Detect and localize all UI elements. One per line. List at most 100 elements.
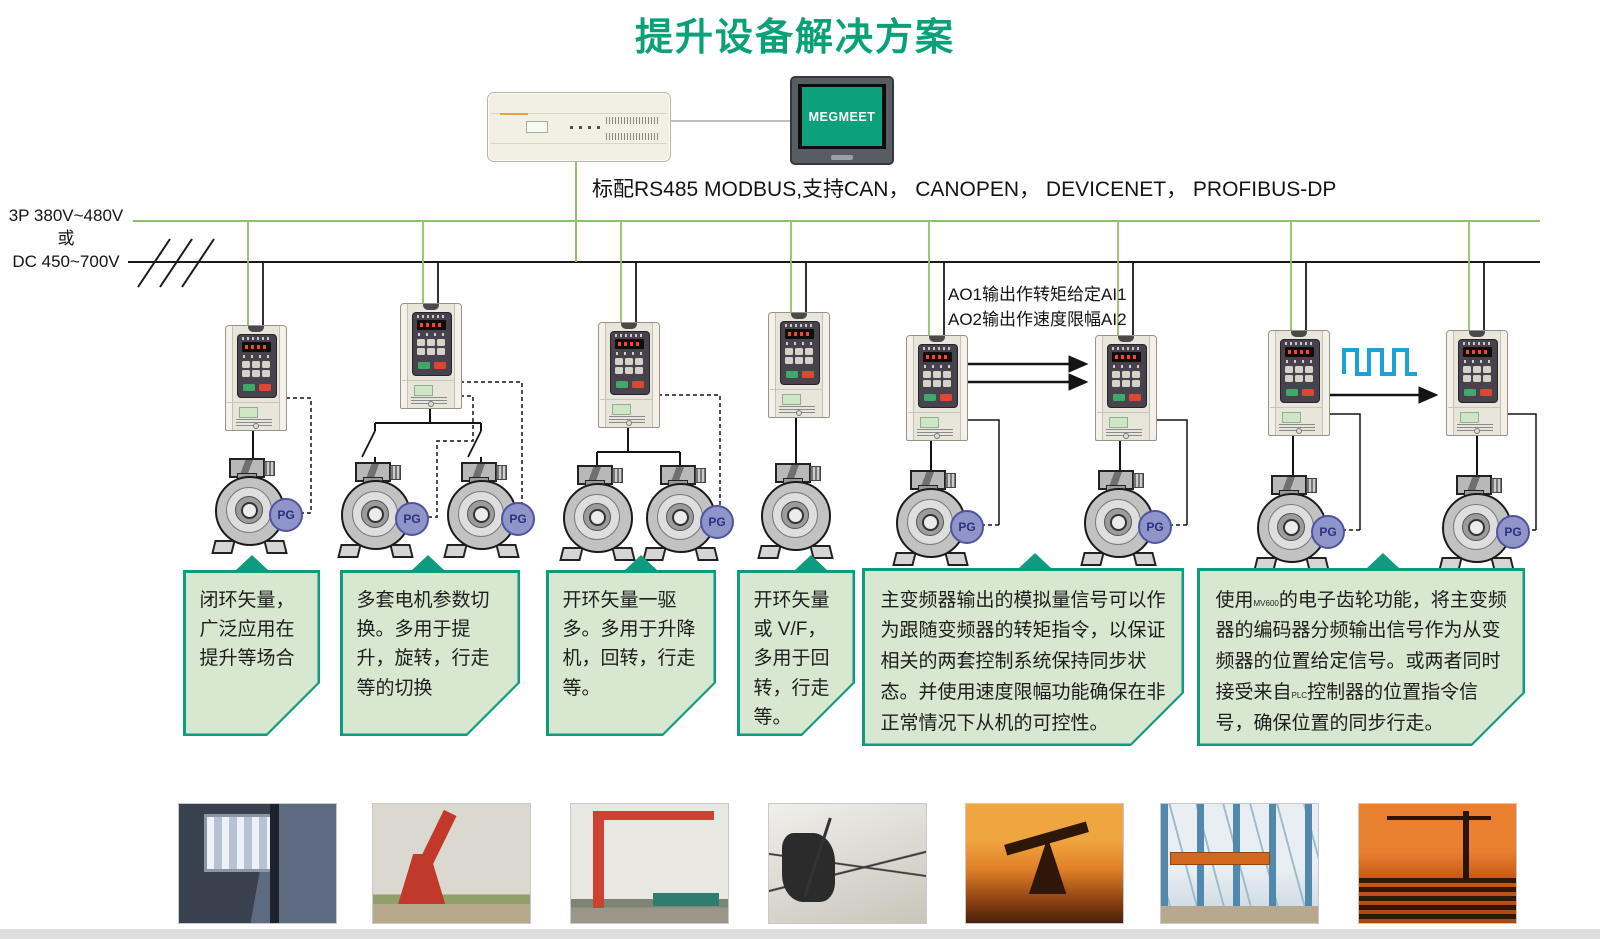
vfd-key	[417, 348, 425, 355]
vfd-run-key	[1286, 389, 1298, 396]
vfd-warning-text	[1279, 424, 1315, 431]
vfd-key-grid	[1463, 366, 1493, 382]
vfd-key	[635, 358, 643, 365]
vfd-display	[417, 320, 446, 330]
vfd-key-grid	[785, 348, 815, 364]
vfd-key	[795, 357, 803, 364]
pg-encoder-badge: PG	[950, 510, 984, 544]
vfd-key	[252, 370, 260, 377]
motor-unit: PG	[880, 470, 984, 570]
vfd-key	[805, 357, 813, 364]
motor-conduit	[496, 465, 507, 480]
motor-unit: PG	[431, 462, 535, 562]
motor-shaft	[1110, 514, 1127, 531]
vfd-key	[437, 339, 445, 346]
motor-hub	[235, 496, 263, 524]
vfd-screw	[1474, 428, 1480, 434]
motor-unit	[547, 465, 647, 565]
vfd-led-row	[1112, 347, 1141, 350]
photo-power-line-work	[768, 803, 927, 924]
callout-text: 多套电机参数切换。多用于提升，旋转，行走等的切换	[356, 589, 490, 699]
vfd-key	[923, 371, 931, 378]
master-slave-arrows	[966, 355, 1439, 404]
power-drop-lines	[262, 262, 1485, 337]
vfd-display	[1285, 347, 1314, 357]
vfd-nameplate	[414, 385, 433, 396]
plc-nameplate	[526, 121, 548, 133]
motor-hub	[467, 500, 495, 528]
motor-foot	[559, 547, 584, 561]
photo-port-crane	[372, 803, 531, 924]
power-supply-label: 3P 380V~480V 或 DC 450~700V	[2, 204, 130, 273]
photo-tower-crane	[1358, 803, 1517, 924]
vfd-mount-hole	[621, 323, 637, 329]
vfd-key-grid	[417, 339, 447, 355]
power-supply-line2: 或	[57, 229, 75, 248]
motor-unit: PG	[1426, 475, 1530, 575]
vfd-screw	[934, 433, 940, 439]
vfd-key-grid	[1285, 366, 1315, 382]
vfd-warning-text	[1106, 429, 1142, 436]
callout-closed-loop-vector: 闭环矢量，广泛应用在提升等场合	[183, 570, 320, 736]
vfd-warning-text	[917, 429, 953, 436]
motor-unit: PG	[630, 465, 734, 565]
callout-multi-motor-params: 多套电机参数切换。多用于提升，旋转，行走等的切换	[340, 570, 520, 736]
vfd-tick-row	[616, 352, 643, 355]
motor-foot	[211, 540, 236, 554]
hmi-button	[831, 155, 853, 160]
callout-pointer	[1367, 553, 1399, 568]
vfd-keypad-panel	[780, 321, 820, 385]
vfd-key	[805, 348, 813, 355]
vfd-warning-text	[1457, 424, 1493, 431]
vfd-run-key	[924, 394, 936, 401]
vfd-key	[923, 380, 931, 387]
footer-strip	[0, 929, 1600, 939]
motor-foot	[694, 547, 719, 561]
vfd-nameplate	[782, 394, 801, 405]
vfd-keypad-panel	[610, 331, 650, 395]
vfd-mount-hole	[1118, 336, 1134, 342]
motor-shaft	[1283, 519, 1300, 536]
vfd-run-key	[1113, 394, 1125, 401]
vfd-stop-key	[940, 394, 952, 401]
callout-text: 开环矢量一驱多。多用于升降机，回转，行走等。	[562, 589, 696, 699]
protocol-note: 标配RS485 MODBUS,支持CAN， CANOPEN， DEVICENET…	[592, 178, 1337, 201]
brand-logo: MEGMEET	[808, 109, 876, 124]
motor-foot	[892, 552, 917, 566]
callout-master-slave-torque: 主变频器输出的模拟量信号可以作为跟随变频器的转矩指令，以保证相关的两套控制系统保…	[862, 568, 1184, 746]
motor-foot	[389, 544, 414, 558]
vfd-led-row	[615, 334, 644, 337]
vfd-inverter	[598, 322, 660, 428]
vfd-key	[1305, 375, 1313, 382]
vfd-key	[795, 348, 803, 355]
vfd-nameplate	[1460, 412, 1479, 423]
motor-conduit	[810, 466, 821, 481]
motor-conduit	[1306, 478, 1317, 493]
callout-text: 闭环矢量，广泛应用在提升等场合	[199, 589, 295, 670]
motor-conduit	[1491, 478, 1502, 493]
vfd-key	[1483, 366, 1491, 373]
plc-subscript: PLC	[1291, 690, 1308, 700]
vfd-stop-key	[434, 362, 446, 369]
vfd-warning-text	[609, 416, 645, 423]
callout-pointer	[625, 555, 657, 570]
motor-foot	[1080, 552, 1105, 566]
pg-feedback-solid	[966, 413, 1537, 530]
vfd-key	[1112, 380, 1120, 387]
vfd-display	[1112, 352, 1141, 362]
vfd-key	[427, 339, 435, 346]
vfd-key-grid	[923, 371, 953, 387]
vfd-led-row	[417, 315, 446, 318]
pg-feedback-dashed	[286, 381, 1536, 531]
vfd-run-key	[786, 371, 798, 378]
vfd-seam	[1270, 407, 1328, 408]
callout-pointer	[236, 555, 268, 570]
vfd-display	[615, 339, 644, 349]
vfd-key	[417, 339, 425, 346]
vfd-warning-text	[779, 406, 815, 413]
plc-links	[575, 120, 790, 262]
vfd-key	[427, 348, 435, 355]
motor-conduit	[612, 468, 623, 483]
motor-conduit	[1133, 473, 1144, 488]
vfd-key	[615, 358, 623, 365]
